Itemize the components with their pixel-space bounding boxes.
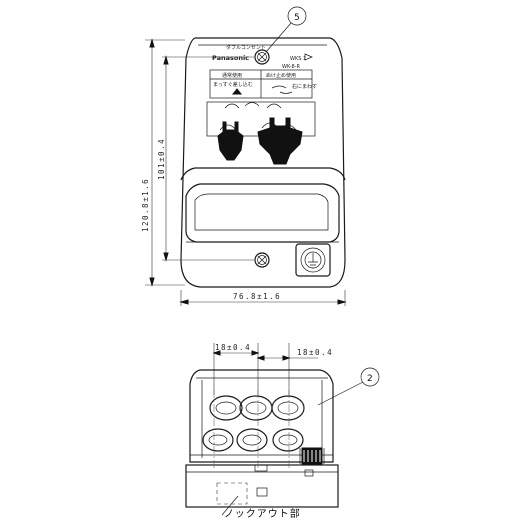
small-label-left: ダブルコンセント — [226, 44, 266, 51]
sub-code: WK-8-R — [282, 64, 300, 70]
col-right-title: ぬけ止め使用 — [266, 72, 296, 79]
terminal-screw — [299, 447, 325, 465]
svg-text:5: 5 — [294, 13, 300, 23]
callout-2: 2 — [317, 367, 380, 406]
top-screw — [254, 49, 270, 65]
model-code: WKS 1 — [290, 56, 306, 62]
ground-terminal — [295, 243, 331, 277]
overall-height-label: 120.8±1.6 — [141, 178, 150, 232]
col-left-title: 通常使用 — [222, 72, 242, 79]
knockout-area — [216, 482, 248, 505]
side-view: 18±0.4 18±0.4 — [185, 343, 380, 520]
callout-5: 5 — [265, 6, 307, 53]
label-panel: ダブルコンセント Panasonic WKS 1 WK-8-R 通常使用 ぬけ止… — [209, 44, 317, 99]
pitch-dimensions: 18±0.4 18±0.4 — [212, 343, 333, 395]
rotate-arrow-icon — [271, 85, 293, 94]
plug-right — [257, 117, 303, 165]
pitch-right-label: 18±0.4 — [297, 348, 333, 357]
socket-area — [206, 101, 316, 165]
ground-icon — [308, 253, 318, 269]
outlet-row-top — [209, 395, 305, 421]
pitch-left-label: 18±0.4 — [215, 343, 251, 352]
brand-logo: Panasonic — [212, 54, 249, 62]
front-view: ダブルコンセント Panasonic WKS 1 WK-8-R 通常使用 ぬけ止… — [141, 6, 347, 306]
inner-height-label: 101±0.4 — [157, 138, 166, 180]
up-arrow-icon — [231, 88, 243, 95]
bottom-screw — [254, 252, 270, 268]
outlet-row-bottom — [202, 428, 304, 452]
left-note: まっすぐ差し込む — [213, 81, 253, 88]
front-body-outline — [180, 37, 346, 288]
plug-left — [217, 121, 244, 161]
front-dimensions: 120.8±1.6 101±0.4 76.8±1.6 — [141, 38, 347, 306]
overall-width-label: 76.8±1.6 — [233, 292, 281, 301]
knockout-label: ノックアウト部 — [224, 507, 301, 520]
side-body-outline — [189, 369, 334, 463]
right-note: 右にまわす — [292, 83, 317, 90]
svg-text:2: 2 — [367, 374, 373, 384]
lower-cover — [180, 167, 346, 243]
